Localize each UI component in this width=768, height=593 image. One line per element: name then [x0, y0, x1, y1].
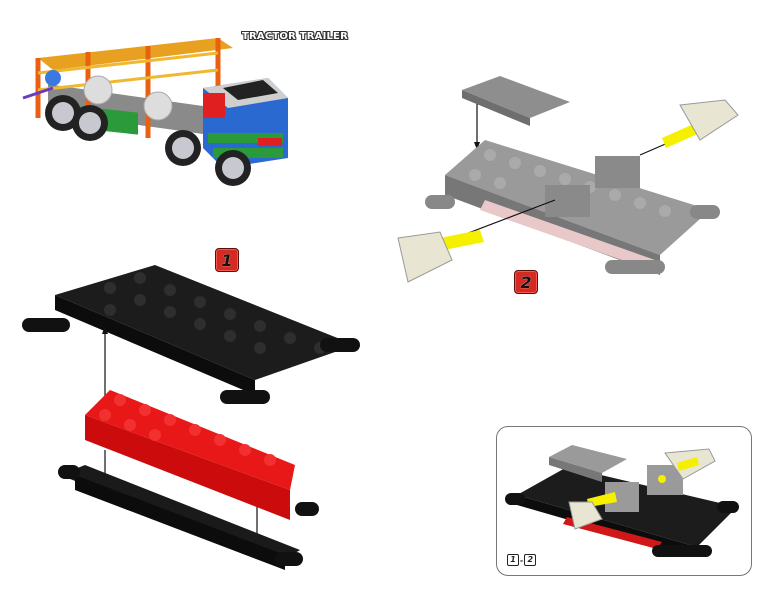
- red-brick: [85, 390, 295, 490]
- yellow-rod-right: [662, 122, 702, 148]
- step-2-parts-diagram: [397, 76, 739, 283]
- inset-step-reference: 1 - 2: [507, 554, 537, 566]
- step-1-number: 1: [221, 250, 233, 270]
- step-2-badge: 2: [514, 270, 538, 294]
- inset-ref-from: 1: [507, 554, 519, 566]
- gray-plate-small: [462, 76, 570, 118]
- cream-connector-right: [679, 99, 739, 141]
- step-1-badge: 1: [215, 248, 239, 272]
- inset-ref-separator: -: [520, 555, 524, 565]
- inset-result-panel: 1 - 2: [496, 426, 752, 576]
- step-2-number: 2: [520, 272, 532, 292]
- model-preview-tractor-trailer: [18, 18, 308, 193]
- inset-gray-plate: [549, 445, 627, 473]
- inset-ref-to: 2: [524, 554, 537, 566]
- inset-assembly-diagram: [505, 445, 739, 557]
- step-2-illustration: [380, 60, 740, 300]
- black-beam: [60, 465, 300, 562]
- yellow-rod-left: [440, 230, 484, 250]
- cream-connector-left: [397, 231, 453, 283]
- step-1-parts-diagram: [22, 265, 360, 570]
- model-title: TRACTOR TRAILER: [242, 31, 348, 42]
- tractor-trailer-illustration: [22, 38, 288, 186]
- step-1-illustration: [0, 250, 380, 590]
